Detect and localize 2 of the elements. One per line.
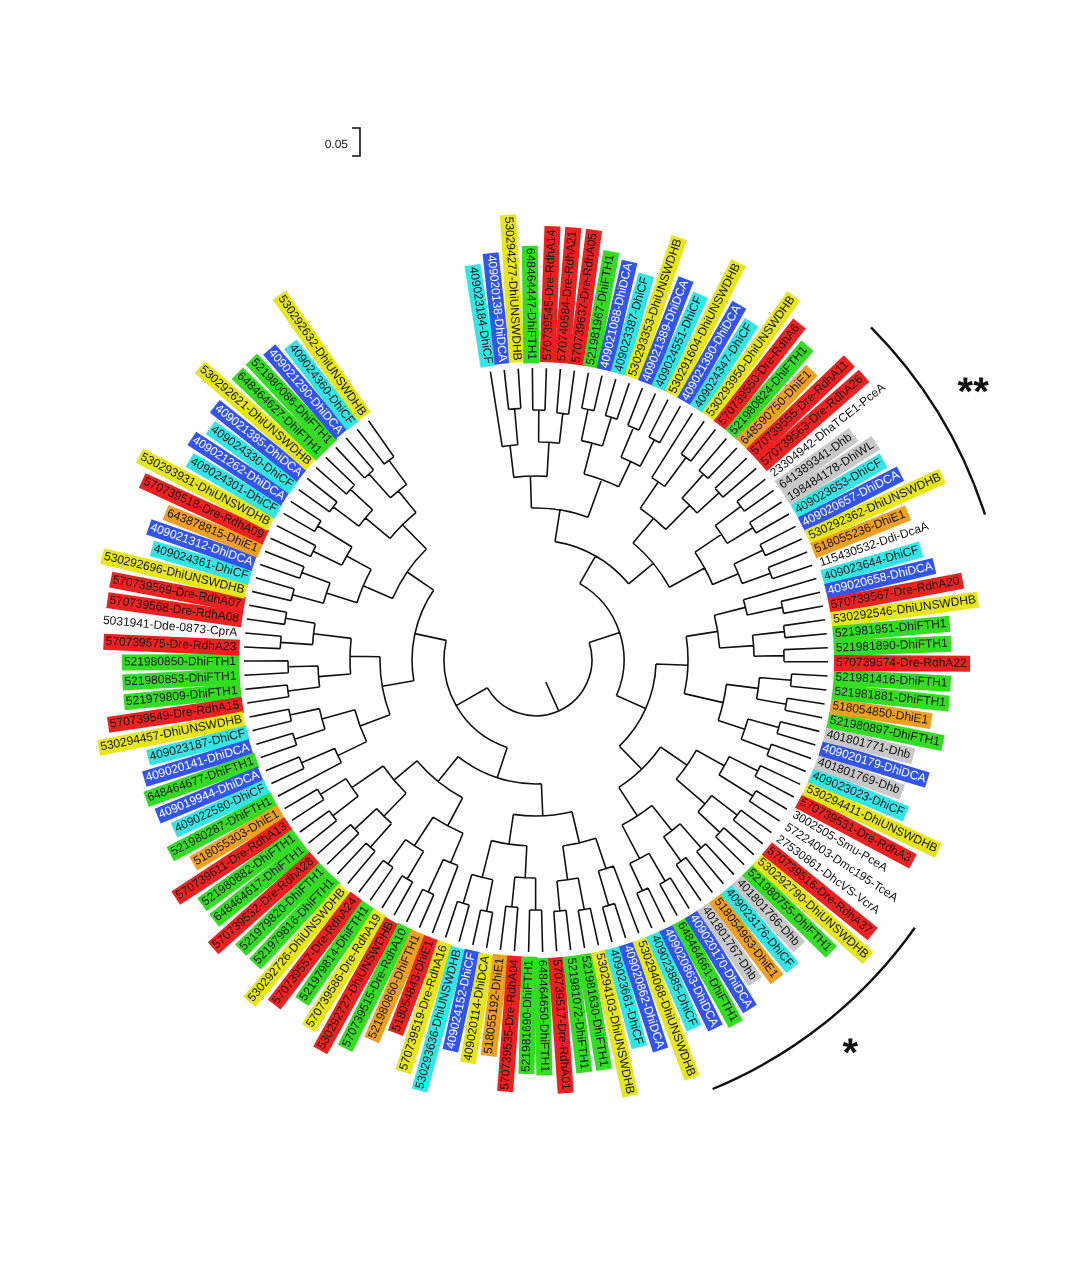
significance-mark: * (842, 1032, 858, 1077)
significance-mark: ** (957, 371, 989, 416)
